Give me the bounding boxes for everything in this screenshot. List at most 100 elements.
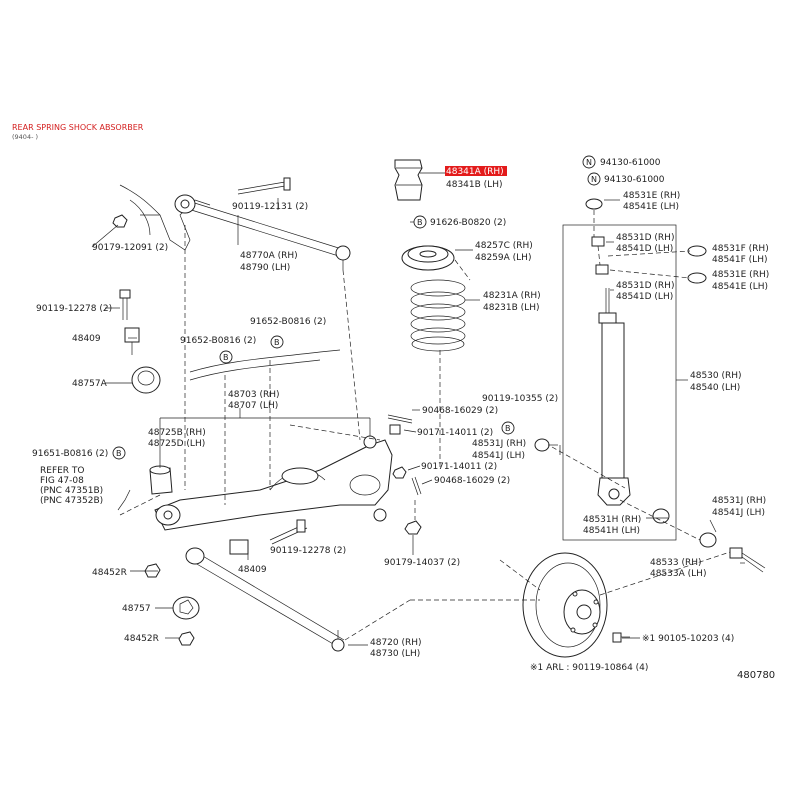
svg-text:48730 (LH): 48730 (LH) [370,649,420,659]
control-arm-48720 [185,547,345,652]
svg-text:B: B [417,218,423,227]
label-90468-a: 90468-16029 (2) [422,406,498,416]
brake-backing-plate [522,552,608,658]
washer-48531e-top [585,198,603,210]
svg-text:48452R: 48452R [92,568,127,578]
washer-48531e-mid [687,272,707,284]
svg-text:48259A (LH): 48259A (LH) [475,253,531,263]
svg-text:48540 (LH): 48540 (LH) [690,383,740,393]
cotter-90468-a [387,414,413,424]
washer-48531f [687,245,707,257]
bump-stopper-48341 [394,159,423,201]
label-91626: 91626-B0820 (2) [430,218,506,228]
nut-90179-14037 [404,520,422,535]
label-48231: 48231A (RH) 48231B (LH) [483,291,541,313]
svg-text:48341B (LH): 48341B (LH) [446,180,502,190]
svg-text:48533 (RH): 48533 (RH) [650,558,702,568]
leader-lines [91,172,745,646]
svg-text:48531D (RH): 48531D (RH) [616,233,674,243]
svg-text:48531E (RH): 48531E (RH) [623,191,680,201]
cushion-48757a [131,366,161,394]
nut-48452-b [178,631,195,646]
highlight-48341a [445,166,507,176]
label-refer-fig: REFER TO FIG 47-08 (PNC 47351B) (PNC 473… [40,466,103,506]
label-48452-b: 48452R [124,634,159,644]
svg-text:48790 (LH): 48790 (LH) [240,263,290,273]
label-48409-b: 48409 [238,565,267,575]
diagram-title: REAR SPRING SHOCK ABSORBER [12,123,144,132]
axle-beam-48703 [154,435,393,531]
svg-text:48757A: 48757A [72,379,108,389]
label-48770: 48770A (RH) 48790 (LH) [240,251,298,273]
bolt-90119-12278-b [269,519,308,545]
svg-text:48541D (LH): 48541D (LH) [616,292,673,302]
callout-b-5: B [501,421,515,435]
callout-b-2: B [219,350,233,364]
callout-b-1: B [413,215,427,229]
label-90171-a: 90171-14011 (2) [417,428,493,438]
svg-text:N: N [586,158,592,167]
coil-spring-48231 [410,279,466,352]
svg-text:91652-B0816 (2): 91652-B0816 (2) [250,317,326,327]
callout-b-3: B [270,335,284,349]
label-48531e-mid: 48531E (RH) 48541E (LH) [712,270,769,292]
callout-n-2: N [587,172,601,186]
label-90119-10355: 90119-10355 (2) [482,394,558,404]
svg-text:94130-61000: 94130-61000 [604,175,665,185]
svg-text:48757: 48757 [122,604,151,614]
dashed-leaders [119,210,731,641]
svg-text:48541H (LH): 48541H (LH) [583,526,640,536]
svg-text:48452R: 48452R [124,634,159,644]
svg-text:48770A (RH): 48770A (RH) [240,251,298,261]
svg-text:48541J (LH): 48541J (LH) [472,451,525,461]
label-91651: 91651-B0816 (2) [32,449,108,459]
svg-text:91626-B0820 (2): 91626-B0820 (2) [430,218,506,228]
svg-text:90171-14011 (2): 90171-14011 (2) [421,462,497,472]
svg-text:48707 (LH): 48707 (LH) [228,401,278,411]
label-48757: 48757 [122,604,151,614]
svg-text:B: B [223,353,229,362]
svg-text:90179-12091 (2): 90179-12091 (2) [92,243,168,253]
nut-90171-b [392,466,407,479]
cushion-48531d-b [595,264,609,275]
bolt-90119-12278-a [119,289,131,320]
label-94130-a: 94130-61000 [600,158,661,168]
spring-insulator-48257 [401,245,455,271]
hub-bolt-90105 [612,632,630,643]
label-48725: 48725B (RH) 48725D (LH) [148,428,206,449]
diagram-number: 480780 [737,670,775,681]
label-48257: 48257C (RH) 48259A (LH) [475,241,533,263]
collar-48409-a [124,327,140,355]
collar-48409-b [229,539,249,555]
label-48531h: 48531H (RH) 48541H (LH) [583,515,641,536]
svg-text:REFER TO: REFER TO [40,466,85,476]
svg-text:48725D (LH): 48725D (LH) [148,439,205,449]
label-48452-a: 48452R [92,568,127,578]
label-90105: ※1 90105-10203 (4) [642,634,734,644]
svg-text:91652-B0816 (2): 91652-B0816 (2) [180,336,256,346]
svg-text:B: B [505,424,511,433]
svg-text:48541E (LH): 48541E (LH) [623,202,679,212]
shock-absorber-frame [562,224,677,541]
label-48531j-a: 48531J (RH) 48541J (LH) [472,439,526,461]
cushion-48531d-a [591,236,605,247]
label-90179-12091: 90179-12091 (2) [92,243,168,253]
svg-text:※1 90105-10203 (4): ※1 90105-10203 (4) [642,634,734,644]
svg-text:48531E (RH): 48531E (RH) [712,270,769,280]
label-90119-12278-a: 90119-12278 (2) [36,304,112,314]
svg-text:48720 (RH): 48720 (RH) [370,638,422,648]
label-48531e-top: 48531E (RH) 48541E (LH) [623,191,680,212]
svg-text:48409: 48409 [238,565,267,575]
axle-bushing-left [155,504,181,526]
svg-text:48541F (LH): 48541F (LH) [712,255,767,265]
label-90179-14037: 90179-14037 (2) [384,558,460,568]
label-48720: 48720 (RH) 48730 (LH) [370,638,422,659]
svg-text:90468-16029 (2): 90468-16029 (2) [422,406,498,416]
label-90119-12278-b: 90119-12278 (2) [270,546,346,556]
svg-text:90179-14037 (2): 90179-14037 (2) [384,558,460,568]
cotter-90468-b [411,476,422,496]
bushing-48725 [149,465,173,495]
body-bracket [119,184,211,251]
label-48531j-b: 48531J (RH) 48541J (LH) [712,496,766,518]
svg-text:48703 (RH): 48703 (RH) [228,390,280,400]
